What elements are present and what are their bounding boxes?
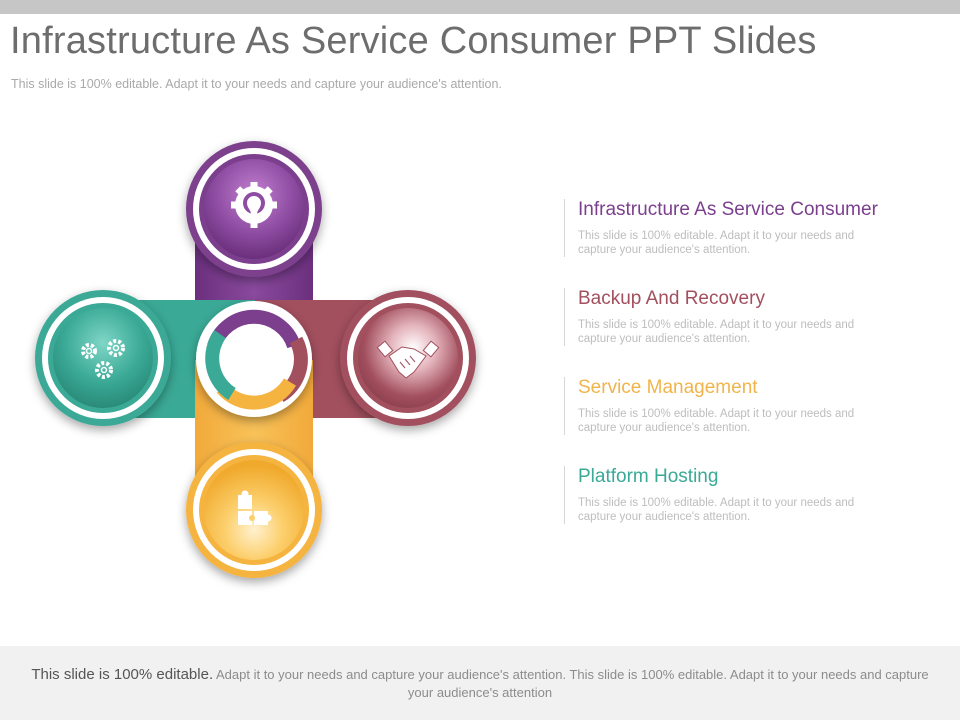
node-left <box>35 290 171 426</box>
footer: This slide is 100% editable. Adapt it to… <box>0 646 960 720</box>
cross-diagram <box>35 141 476 578</box>
item-description: This slide is 100% editable. Adapt it to… <box>578 497 855 523</box>
center-hub <box>196 301 312 417</box>
page-title: Infrastructure As Service Consumer PPT S… <box>10 20 817 62</box>
top-bar <box>0 0 960 14</box>
hub-arc-top <box>207 309 301 349</box>
footer-body: Adapt it to your needs and capture your … <box>213 667 929 700</box>
page-subtitle: This slide is 100% editable. Adapt it to… <box>11 77 502 91</box>
item-heading: Service Management <box>578 377 758 398</box>
node-top <box>186 141 322 277</box>
list-item-infrastructure: Infrastructure As Service Consumer This … <box>564 199 938 257</box>
node-bottom <box>186 442 322 578</box>
hub-arc-left <box>205 329 237 400</box>
item-description: This slide is 100% editable. Adapt it to… <box>578 408 855 434</box>
list-item-service-management: Service Management This slide is 100% ed… <box>564 377 938 435</box>
item-heading: Backup And Recovery <box>578 288 765 309</box>
gears-icon <box>81 339 125 379</box>
puzzle-icon <box>238 490 272 525</box>
handshake-icon <box>376 340 440 379</box>
item-heading: Infrastructure As Service Consumer <box>578 199 878 220</box>
footer-text: This slide is 100% editable. Adapt it to… <box>30 666 930 702</box>
item-description: This slide is 100% editable. Adapt it to… <box>578 230 855 256</box>
list-item-backup: Backup And Recovery This slide is 100% e… <box>564 288 938 346</box>
item-heading: Platform Hosting <box>578 466 719 487</box>
footer-lead: This slide is 100% editable. <box>31 666 214 683</box>
item-description: This slide is 100% editable. Adapt it to… <box>578 319 855 345</box>
node-right <box>340 290 476 426</box>
list-item-platform-hosting: Platform Hosting This slide is 100% edit… <box>564 466 938 524</box>
